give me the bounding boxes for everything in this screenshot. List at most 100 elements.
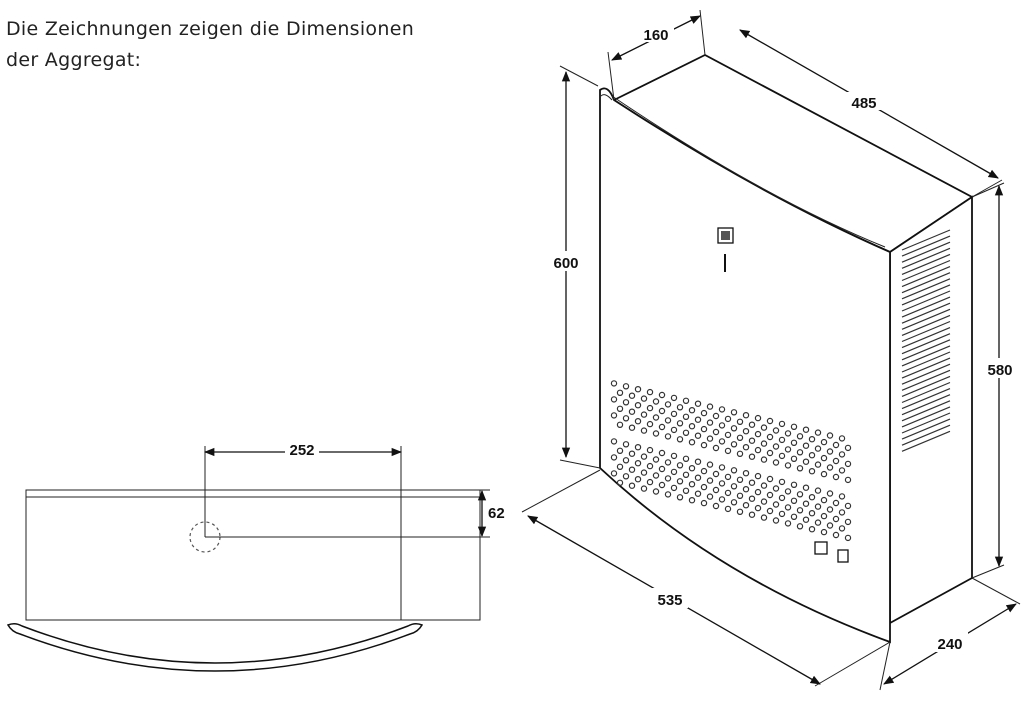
grill-hole <box>688 497 696 504</box>
grill-hole <box>802 458 810 465</box>
grill-hole <box>646 462 654 470</box>
grill-hole <box>634 476 642 483</box>
intro-line-2: der Aggregat: <box>6 49 142 71</box>
grill-hole <box>730 409 738 416</box>
grill-hole <box>712 412 720 420</box>
grill-hole <box>742 502 750 509</box>
grill-hole <box>718 480 726 487</box>
dim-label-bg-252 <box>285 440 319 458</box>
grill-hole <box>718 406 726 413</box>
grill-hole <box>844 518 852 526</box>
grill-hole <box>826 522 834 529</box>
grill-hole <box>610 396 618 403</box>
grill-hole <box>676 404 684 411</box>
grill-hole <box>820 454 828 462</box>
grill-hole <box>616 463 624 470</box>
grill-hole <box>616 389 624 396</box>
grill-hole <box>784 446 792 453</box>
vent-slot <box>901 430 951 452</box>
grill-hole <box>844 502 852 510</box>
grill-hole <box>658 391 666 399</box>
vent-slot <box>901 388 951 410</box>
grill-hole <box>802 484 810 491</box>
grill-hole <box>664 491 672 498</box>
grill-hole <box>838 493 846 500</box>
grill-hole <box>670 410 678 418</box>
grill-hole <box>676 494 684 501</box>
dim-label-535: 535 <box>657 592 682 609</box>
grill-hole <box>640 427 648 434</box>
control-knob <box>814 541 828 555</box>
grill-hole <box>694 490 702 497</box>
grill-hole <box>718 464 726 471</box>
ext-line-580-bottom <box>971 564 1005 579</box>
grill-hole <box>622 415 630 422</box>
grill-hole <box>766 417 774 425</box>
grill-hole <box>742 412 750 419</box>
grill-hole <box>682 487 690 494</box>
grill-hole <box>796 449 804 456</box>
grill-hole <box>622 399 630 406</box>
grill-hole <box>706 461 714 468</box>
grill-hole <box>712 470 720 478</box>
grill-hole <box>736 492 744 499</box>
grill-hole <box>754 488 762 496</box>
grill-hole <box>658 423 666 431</box>
grill-hole <box>772 501 780 508</box>
grill-hole <box>844 444 852 452</box>
grill-hole <box>808 494 816 501</box>
vent-slot <box>901 363 951 385</box>
grill-hole <box>682 429 690 436</box>
grill-hole <box>778 452 786 460</box>
grill-hole <box>730 499 738 506</box>
grill-hole <box>832 441 840 449</box>
grill-hole <box>838 525 846 532</box>
dim-label-485: 485 <box>851 95 876 112</box>
grill-hole <box>790 439 798 446</box>
vent-slot <box>901 247 951 269</box>
front-panel-lip <box>600 94 613 101</box>
grill-hole <box>646 446 654 454</box>
grill-hole <box>724 505 732 513</box>
grill-hole <box>802 426 810 433</box>
grill-hole <box>838 467 846 474</box>
ext-line-485 <box>971 179 1003 198</box>
dim-label-62: 62 <box>488 505 505 522</box>
vent-slot <box>901 400 951 422</box>
grill-hole <box>676 462 684 469</box>
dim-label-160: 160 <box>643 27 668 44</box>
vent-slot <box>901 266 951 288</box>
grill-hole <box>652 456 660 463</box>
grill-hole <box>766 475 774 483</box>
dim-label-bg-535 <box>652 588 688 608</box>
front-panel-top-curve <box>611 95 886 248</box>
grill-hole <box>700 409 708 417</box>
grill-hole <box>694 458 702 465</box>
grill-hole <box>652 414 660 421</box>
grill-hole <box>724 415 732 423</box>
dim-label-bg-600 <box>548 251 584 271</box>
vent-slot <box>901 381 951 404</box>
dim-label-240: 240 <box>937 636 962 653</box>
grill-hole <box>652 430 660 437</box>
vent-slot <box>901 235 951 257</box>
grill-hole <box>634 460 642 467</box>
vent-slot <box>901 345 951 367</box>
vent-slot <box>901 357 951 379</box>
grill-hole <box>790 481 798 488</box>
grill-hole <box>844 460 852 468</box>
isometric-view-drawing: 160 485 600 580 535 240 <box>521 9 1021 691</box>
grill-hole <box>610 438 618 445</box>
grill-hole <box>736 434 744 441</box>
grill-hole <box>616 405 624 412</box>
dim-label-580: 580 <box>987 362 1012 379</box>
grill-hole <box>664 475 672 482</box>
grill-hole <box>784 462 792 469</box>
grill-hole <box>682 413 690 420</box>
grill-hole <box>610 470 618 477</box>
grill-hole <box>790 497 798 504</box>
ext-line-160-right <box>699 9 706 56</box>
ext-line-600-top <box>559 65 599 87</box>
grill-hole <box>766 449 774 457</box>
grill-hole <box>844 534 852 542</box>
